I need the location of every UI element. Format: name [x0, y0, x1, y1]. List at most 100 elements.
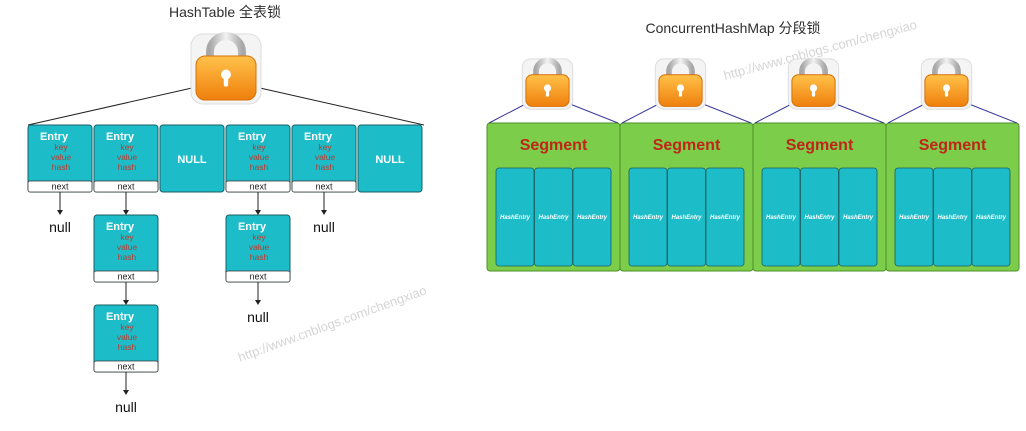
lock-keyhole [223, 74, 229, 87]
entry-field-hash: hash [118, 252, 137, 262]
entry-field-key: key [252, 142, 266, 152]
next-label: next [117, 182, 135, 192]
entry-field-hash: hash [250, 252, 269, 262]
lock-keyhole [678, 88, 683, 97]
hash-entry-box [628, 167, 668, 267]
hash-entry-label: HashEntry [899, 215, 930, 221]
null-label: null [247, 309, 269, 325]
hash-entry-label: HashEntry [710, 215, 741, 221]
hash-entry-box [971, 167, 1011, 267]
lock-connector [887, 102, 927, 124]
segment-label: Segment [653, 137, 721, 154]
hash-entry-box [534, 167, 573, 267]
entry-field-hash: hash [250, 162, 269, 172]
hash-entry-label: HashEntry [577, 215, 608, 221]
lock-connector [700, 102, 752, 124]
hash-entry-box [761, 167, 801, 267]
null-bucket-label: NULL [375, 154, 405, 166]
entry-field-value: value [117, 332, 138, 342]
hash-entry-label: HashEntry [538, 215, 569, 221]
segment-lock-icon [920, 57, 973, 110]
hash-entry-box [933, 167, 972, 267]
hash-entry-label: HashEntry [633, 215, 664, 221]
entry-field-key: key [54, 142, 68, 152]
hash-entry-box [572, 167, 612, 267]
lock-connector [259, 87, 425, 126]
entry-title: Entry [106, 311, 135, 323]
segment-lock-icon [787, 57, 840, 110]
lock-keyhole [811, 88, 816, 97]
lock-connector [567, 102, 619, 124]
lock-connector [833, 102, 885, 124]
arrow-head [123, 390, 129, 395]
entry-field-key: key [120, 232, 134, 242]
hash-entry-label: HashEntry [804, 215, 835, 221]
entry-field-value: value [117, 152, 138, 162]
arrow-head [321, 210, 327, 215]
lock-connector [754, 102, 794, 124]
hash-entry-box [667, 167, 706, 267]
null-label: null [313, 219, 335, 235]
segment-label: Segment [786, 137, 854, 154]
next-label: next [249, 182, 267, 192]
lock-connector [966, 102, 1018, 124]
arrow-head [255, 210, 261, 215]
hash-entry-box [894, 167, 934, 267]
entry-field-key: key [252, 232, 266, 242]
null-bucket-box [159, 124, 225, 193]
null-bucket-label: NULL [177, 154, 207, 166]
next-label: next [117, 362, 135, 372]
entry-title: Entry [106, 131, 135, 143]
arrow-head [255, 300, 261, 305]
hash-entry-label: HashEntry [766, 215, 797, 221]
hash-entry-box [495, 167, 535, 267]
hash-entry-box [800, 167, 839, 267]
hash-entry-box [838, 167, 878, 267]
arrow-head [123, 300, 129, 305]
entry-title: Entry [238, 221, 267, 233]
segment-lock-icon [654, 57, 707, 110]
entry-title: Entry [106, 221, 135, 233]
next-label: next [249, 272, 267, 282]
null-label: null [115, 399, 137, 415]
entry-title: Entry [40, 131, 69, 143]
null-bucket-box [357, 124, 423, 193]
hash-entry-label: HashEntry [937, 215, 968, 221]
entry-field-key: key [318, 142, 332, 152]
null-label: null [49, 219, 71, 235]
hashtable-diagram: EntrykeyvaluehashnextnullEntrykeyvalueha… [27, 32, 425, 415]
null-bucket: NULL [357, 124, 423, 193]
entry-field-key: key [120, 142, 134, 152]
concurrenthashmap-title: ConcurrentHashMap 分段锁 [645, 20, 820, 36]
entry-field-key: key [120, 322, 134, 332]
lock-shackle [799, 57, 828, 80]
hash-entry-label: HashEntry [976, 215, 1007, 221]
entry-field-hash: hash [316, 162, 335, 172]
hashtable-lock-icon [190, 32, 262, 105]
entry-field-value: value [249, 242, 270, 252]
lock-connector [27, 87, 193, 126]
next-label: next [51, 182, 69, 192]
next-label: next [117, 272, 135, 282]
hash-entry-label: HashEntry [843, 215, 874, 221]
hash-entry-box [705, 167, 745, 267]
segment-label: Segment [520, 137, 588, 154]
entry-field-value: value [51, 152, 72, 162]
entry-field-hash: hash [118, 342, 137, 352]
null-bucket: NULL [159, 124, 225, 193]
entry-field-value: value [117, 242, 138, 252]
hash-entry-label: HashEntry [671, 215, 702, 221]
entry-field-value: value [249, 152, 270, 162]
segment-label: Segment [919, 137, 987, 154]
